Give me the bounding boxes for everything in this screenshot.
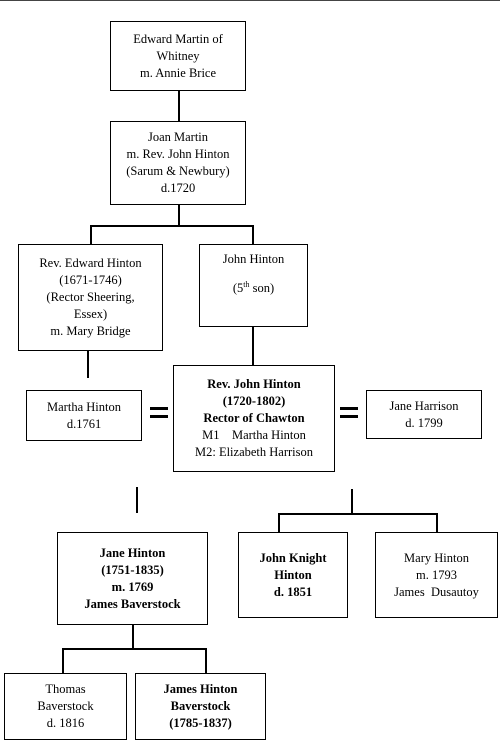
connector-line bbox=[278, 513, 437, 515]
box-joan-martin: Joan Martin m. Rev. John Hinton (Sarum &… bbox=[110, 121, 246, 205]
box-line: M2: Elizabeth Harrison bbox=[194, 445, 314, 459]
box-rev-john-hinton: Rev. John Hinton (1720-1802) Rector of C… bbox=[173, 365, 335, 472]
box-line: Whitney bbox=[156, 48, 200, 63]
connector-line bbox=[278, 513, 280, 532]
box-martha-hinton: Martha Hinton d.1761 bbox=[26, 390, 142, 441]
box-line: m. 1793 bbox=[416, 567, 457, 582]
box-line: d. 1799 bbox=[405, 415, 443, 430]
connector-line bbox=[351, 489, 353, 514]
box-line: (Sarum & Newbury) bbox=[126, 164, 230, 178]
box-line: d.1761 bbox=[66, 416, 102, 431]
connector-line bbox=[87, 351, 89, 378]
box-line: Baverstock bbox=[170, 699, 231, 713]
box-john-hinton-5th-son: John Hinton (5th son) bbox=[199, 244, 308, 327]
box-line: Rector of Chawton bbox=[203, 411, 305, 425]
box-line: Jane Harrison bbox=[389, 398, 459, 413]
box-thomas-baverstock: Thomas Baverstock d. 1816 bbox=[4, 673, 127, 740]
box-john-knight-hinton: John Knight Hinton d. 1851 bbox=[238, 532, 348, 618]
connector-line bbox=[205, 648, 207, 673]
box-line: Jane Hinton bbox=[99, 545, 166, 560]
box-line: Mary Hinton bbox=[404, 550, 469, 565]
box-line: m. Mary Bridge bbox=[50, 324, 131, 338]
box-line: Baverstock bbox=[37, 699, 94, 713]
ordinal-sup: th bbox=[243, 279, 250, 289]
box-line: Edward Martin of bbox=[133, 31, 223, 46]
connector-line bbox=[252, 327, 254, 365]
connector-line bbox=[252, 225, 254, 244]
box-jane-hinton: Jane Hinton (1751-1835) m. 1769 James Ba… bbox=[57, 532, 208, 625]
marriage-equals-right-top bbox=[340, 407, 358, 410]
box-line: m. Rev. John Hinton bbox=[126, 147, 230, 161]
box-line: d.1720 bbox=[160, 181, 196, 195]
box-line: m. 1769 bbox=[111, 579, 154, 594]
box-line-ordinal: (5th son) bbox=[233, 280, 274, 297]
ordinal-open: (5 bbox=[232, 281, 244, 295]
box-jane-harrison: Jane Harrison d. 1799 bbox=[366, 390, 482, 439]
connector-line bbox=[178, 205, 180, 226]
box-line: (1751-1835) bbox=[101, 562, 164, 577]
connector-line bbox=[132, 625, 134, 649]
box-line: James Hinton bbox=[163, 682, 238, 696]
box-line: Essex) bbox=[73, 307, 108, 321]
box-james-hinton-baverstock: James Hinton Baverstock (1785-1837) bbox=[135, 673, 266, 740]
box-line: John Knight bbox=[259, 550, 327, 565]
connector-line bbox=[90, 225, 92, 244]
box-line: Martha Hinton bbox=[47, 399, 121, 414]
box-line: (1785-1837) bbox=[169, 716, 232, 730]
box-line: d. 1851 bbox=[273, 584, 313, 599]
connector-line bbox=[90, 225, 253, 227]
box-line: Thomas bbox=[45, 682, 86, 696]
box-line: m. Annie Brice bbox=[139, 65, 217, 80]
box-mary-hinton: Mary Hinton m. 1793 James Dusautoy bbox=[375, 532, 498, 618]
marriage-equals-left-top bbox=[150, 407, 168, 410]
ordinal-rest: son) bbox=[249, 281, 275, 295]
connector-line bbox=[436, 513, 438, 532]
box-line: James Dusautoy bbox=[394, 584, 479, 599]
marriage-equals-right-bottom bbox=[340, 415, 358, 418]
connector-line bbox=[62, 648, 64, 673]
top-border-line bbox=[0, 0, 500, 1]
box-line: (Rector Sheering, bbox=[46, 290, 135, 304]
box-line: Joan Martin bbox=[147, 130, 209, 144]
connector-line bbox=[136, 487, 138, 513]
box-rev-edward-hinton: Rev. Edward Hinton (1671-1746) (Rector S… bbox=[18, 244, 163, 351]
box-line: Rev. John Hinton bbox=[207, 377, 301, 391]
connector-line bbox=[178, 91, 180, 121]
connector-line bbox=[62, 648, 206, 650]
box-line: Rev. Edward Hinton bbox=[39, 256, 142, 270]
box-line: James Baverstock bbox=[84, 596, 181, 611]
box-line: John Hinton bbox=[222, 252, 285, 266]
box-line: (1671-1746) bbox=[59, 273, 122, 287]
box-edward-martin: Edward Martin of Whitney m. Annie Brice bbox=[110, 21, 246, 91]
box-line: d. 1816 bbox=[46, 716, 85, 730]
box-line: M1 Martha Hinton bbox=[202, 428, 306, 442]
box-line: (1720-1802) bbox=[222, 394, 286, 408]
marriage-equals-left-bottom bbox=[150, 415, 168, 418]
box-line: Hinton bbox=[274, 567, 312, 582]
